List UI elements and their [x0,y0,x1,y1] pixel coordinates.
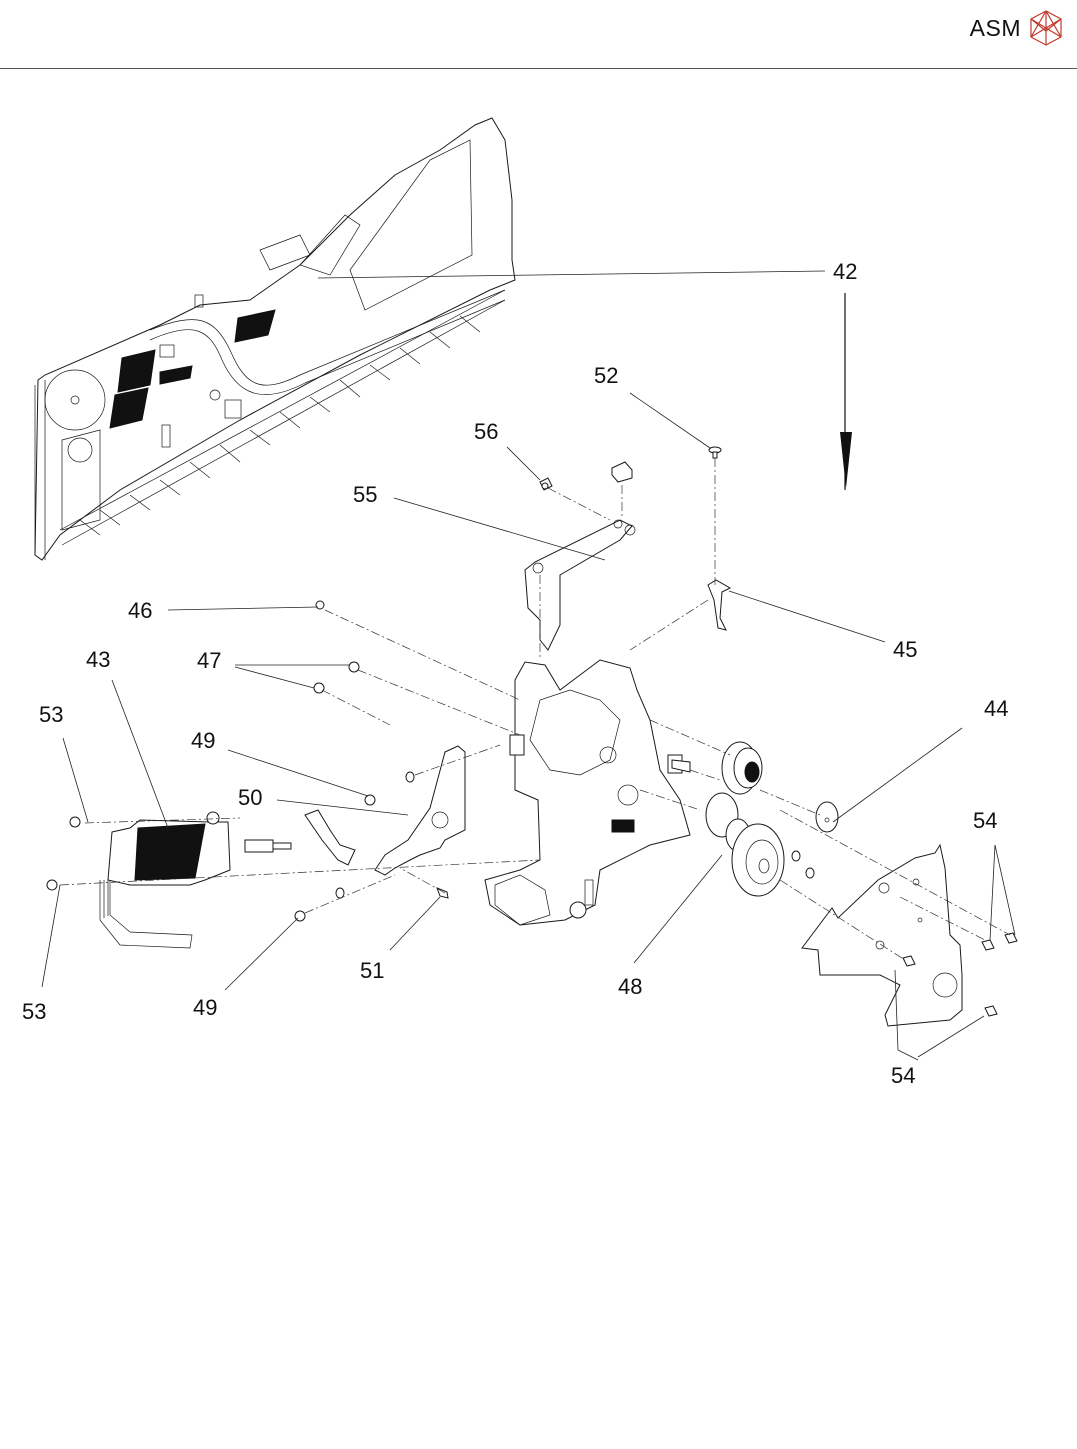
callout-53-lower: 53 [22,999,46,1024]
callout-49-upper: 49 [191,728,215,753]
central-housing [484,659,691,926]
callout-51: 51 [360,958,384,983]
callout-56: 56 [474,419,498,444]
motor-assembly [99,811,292,949]
callout-55: 55 [353,482,377,507]
callout-54-lower: 54 [891,1063,915,1088]
callout-47: 47 [197,648,221,673]
assembly-axis-lines [59,458,1011,961]
asm-hexagon-logo-icon [1030,10,1062,46]
page-header: ASM [0,0,1077,70]
callout-43: 43 [86,647,110,672]
callout-50: 50 [238,785,262,810]
callout-49-lower: 49 [193,995,217,1020]
bracket-part [304,745,466,876]
callout-44: 44 [984,696,1008,721]
callout-54-upper: 54 [973,808,997,833]
fasteners [46,482,815,922]
callout-48: 48 [618,974,642,999]
direction-arrow [840,293,852,490]
header-divider [0,68,1077,69]
callout-53-upper: 53 [39,702,63,727]
callout-45: 45 [893,637,917,662]
spring-clip [707,446,732,631]
callout-46: 46 [128,598,152,623]
lever-part [524,461,636,651]
callout-52: 52 [594,363,618,388]
side-plate [801,843,1018,1027]
callout-42: 42 [833,259,857,284]
brand-logo: ASM [970,8,1063,48]
callout-labels: 42 43 44 45 46 47 48 49 49 50 51 52 53 5… [22,259,1008,1088]
washer-part [815,801,839,833]
pulley-gear-set [705,741,785,897]
leader-lines [41,270,1016,1061]
brand-name: ASM [969,14,1021,41]
feeder-assembly [34,117,516,561]
